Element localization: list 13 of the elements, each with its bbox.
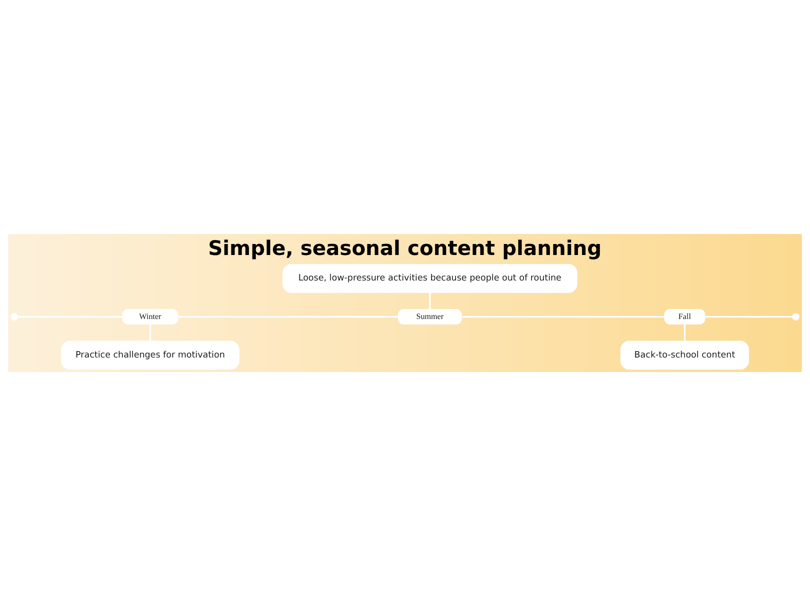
node-box: Back-to-school content <box>620 340 749 370</box>
diagram-title: Simple, seasonal content planning <box>208 235 602 260</box>
node-circle <box>10 312 18 320</box>
connector <box>429 292 431 309</box>
connector <box>462 315 664 318</box>
connector <box>684 324 686 340</box>
node-box: Loose, low-pressure activities because people out of routine <box>282 263 578 292</box>
connector <box>149 324 152 340</box>
connector <box>705 315 792 318</box>
connector <box>178 315 398 318</box>
connector <box>18 315 123 318</box>
node-circle <box>792 312 800 320</box>
node-box: Practice challenges for motivation <box>61 340 240 370</box>
